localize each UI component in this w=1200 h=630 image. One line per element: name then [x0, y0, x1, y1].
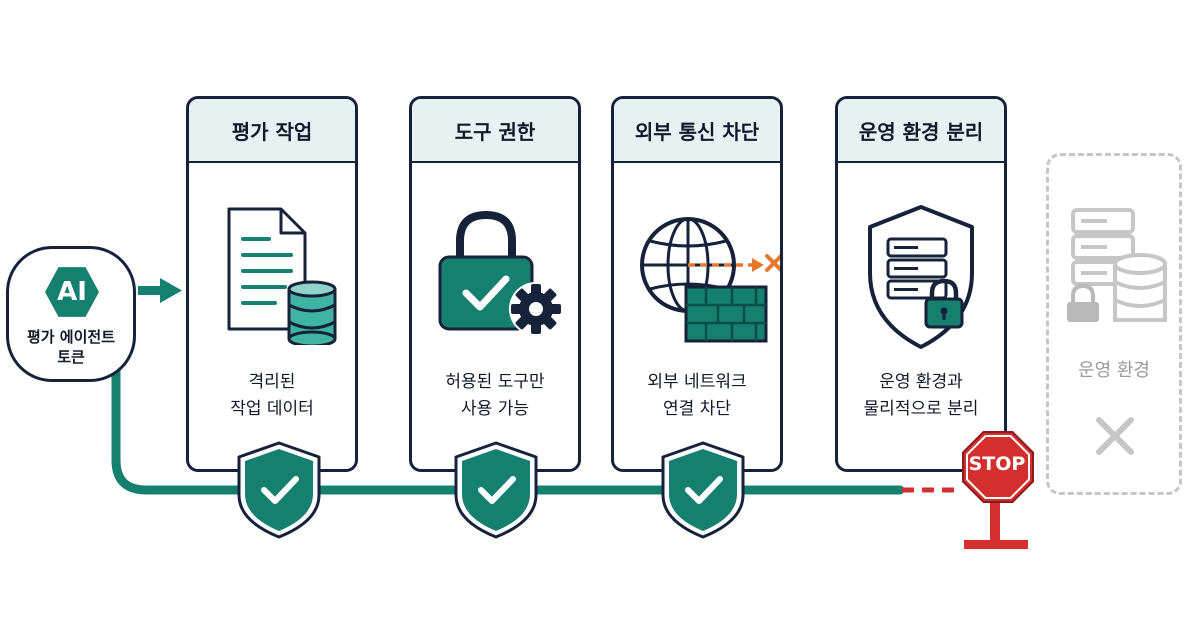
description-line: 물리적으로 분리	[863, 399, 979, 419]
shield-server-lock-icon	[868, 205, 974, 349]
description-line: 격리된	[248, 372, 296, 392]
description-line: 작업 데이터	[230, 399, 314, 419]
description-line: 외부 네트워크	[647, 372, 747, 392]
globe-firewall-icon	[640, 217, 780, 343]
agent-label: 평가 에이전트 토큰	[9, 327, 133, 367]
description-line: 연결 차단	[663, 399, 731, 419]
shield-check-icon	[661, 441, 745, 539]
padlock-gear-icon	[438, 210, 563, 336]
ai-agent-node: AI 평가 에이전트 토큰	[6, 246, 136, 382]
stop-sign-icon	[962, 431, 1034, 549]
agent-label-line: 토큰	[57, 348, 85, 366]
stage-description: 운영 환경과 물리적으로 분리	[838, 369, 1004, 423]
stage-title: 운영 환경 분리	[838, 99, 1004, 163]
document-database-icon	[227, 207, 337, 345]
description-line: 운영 환경과	[879, 372, 963, 392]
stage-panel-production-isolation: 운영 환경 분리 운영 환경과 물리적으로 분리	[835, 96, 1007, 472]
stage-description: 격리된 작업 데이터	[189, 369, 355, 423]
ai-badge: AI	[45, 267, 99, 317]
server-database-lock-icon	[1067, 208, 1167, 322]
token-path-line	[111, 365, 905, 495]
stage-description: 허용된 도구만 사용 가능	[412, 369, 578, 423]
shield-check-icon	[454, 441, 538, 539]
description-line: 사용 가능	[461, 399, 529, 419]
stage-panel-evaluation-task: 평가 작업 격리된 작업 데이터	[186, 96, 358, 472]
description-line: 허용된 도구만	[445, 372, 545, 392]
production-label: 운영 환경	[1078, 360, 1150, 381]
stage-panel-external-block: 외부 통신 차단 외부 네트워크 연결 차단	[611, 96, 783, 472]
x-icon	[1096, 417, 1134, 455]
stage-title: 도구 권한	[412, 99, 578, 163]
stage-panel-tool-permission: 도구 권한 허용된 도구만 사용 가능	[409, 96, 581, 472]
stage-description: 외부 네트워크 연결 차단	[614, 369, 780, 423]
shield-check-icon	[237, 441, 321, 539]
production-environment-node: 운영 환경	[1046, 153, 1182, 495]
agent-label-line: 평가 에이전트	[26, 328, 116, 346]
entry-arrow-icon	[138, 278, 182, 303]
stop-label: STOP	[968, 453, 1026, 475]
stage-title: 외부 통신 차단	[614, 99, 780, 163]
stage-title: 평가 작업	[189, 99, 355, 163]
